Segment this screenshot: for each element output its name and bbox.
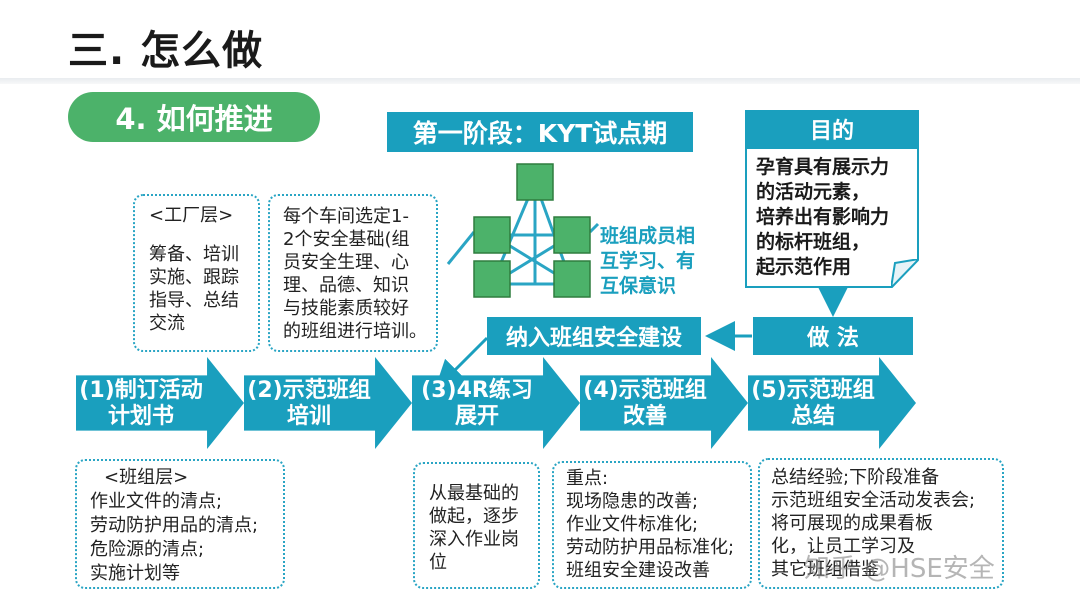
team-caption-line: 班组成员相: [600, 225, 696, 247]
summary-line: 化，让员工学习及: [771, 536, 915, 557]
team-line: 实施计划等: [90, 563, 180, 584]
factory-level-box: <工厂层> 筹备、培训 实施、跟踪 指导、总结 交流: [133, 194, 260, 352]
team-member-node: [516, 163, 554, 201]
workshop-line: 的班组进行培训。: [283, 321, 427, 342]
workshop-line: 2个安全基础(组: [283, 229, 410, 250]
network-link: [588, 222, 600, 234]
improve-line: 重点:: [566, 468, 609, 489]
improve-line: 现场隐患的改善;: [566, 491, 699, 512]
step-label: 总结: [790, 403, 835, 429]
workshop-selection-box: 每个车间选定1- 2个安全基础(组 员安全生理、心 理、品德、知识 与技能素质较…: [268, 194, 438, 352]
team-member-node: [553, 260, 591, 298]
team-member-node: [473, 216, 511, 254]
workshop-line: 理、品德、知识: [283, 275, 409, 296]
practice-line: 做起，逐步: [429, 506, 519, 527]
improve-line: 劳动防护用品标准化;: [566, 537, 735, 558]
team-caption: 班组成员相 互学习、有 互保意识: [600, 224, 695, 299]
practice-box: 从最基础的 做起，逐步 深入作业岗 位: [413, 462, 540, 589]
incorporate-label: 纳入班组安全建设: [487, 317, 701, 355]
page-fold-icon: [891, 259, 919, 288]
step-label: 展开: [454, 403, 499, 429]
purpose-line: 孕育具有展示力: [756, 156, 890, 178]
purpose-heading: 目的: [745, 110, 919, 147]
improve-line: 班组安全建设改善: [566, 560, 710, 581]
summary-box: 总结经验;下阶段准备 示范班组安全活动发表会; 将可展现的成果看板 化，让员工学…: [758, 458, 1004, 589]
team-member-node: [553, 216, 591, 254]
team-line: 劳动防护用品的清点;: [90, 515, 259, 536]
workshop-line: 每个车间选定1-: [283, 206, 409, 227]
factory-line: <工厂层>: [149, 205, 234, 226]
diagonal-arrow: [434, 336, 489, 391]
watermark: 知乎 @HSE安全: [804, 554, 995, 584]
summary-line: 将可展现的成果看板: [771, 513, 933, 534]
method-label: 做 法: [753, 317, 913, 355]
step-label: (5)示范班组: [751, 377, 875, 403]
factory-line: [149, 227, 258, 243]
section-label: 4. 如何推进: [68, 92, 320, 142]
step-label: (2)示范班组: [247, 377, 371, 403]
team-caption-line: 互学习、有: [600, 250, 696, 272]
stage-title: 第一阶段：KYT试点期: [387, 112, 693, 152]
team-member-node: [473, 260, 511, 298]
purpose-line: 的标杆班组，: [756, 231, 871, 253]
practice-line: 从最基础的: [429, 483, 519, 504]
summary-line: 总结经验;下阶段准备: [771, 467, 940, 488]
purpose-line: 的活动元素，: [756, 181, 871, 203]
purpose-line: 培养出有影响力: [756, 206, 890, 228]
step-label: (1)制订活动: [79, 377, 203, 403]
improve-line: 作业文件标准化;: [566, 514, 699, 535]
team-caption-line: 互保意识: [600, 275, 677, 297]
summary-line: 其它班组借鉴: [771, 559, 879, 580]
step-label: 改善: [622, 403, 667, 429]
practice-line: 深入作业岗: [429, 529, 519, 550]
step-label: 培训: [286, 403, 331, 429]
practice-line: 位: [429, 552, 447, 573]
improvement-box: 重点: 现场隐患的改善; 作业文件标准化; 劳动防护用品标准化; 班组安全建设改…: [552, 461, 752, 589]
network-link: [446, 231, 476, 265]
team-line: 危险源的清点;: [90, 539, 205, 560]
factory-line: 实施、跟踪: [149, 267, 239, 288]
title-divider: [0, 78, 1080, 84]
purpose-note: 孕育具有展示力 的活动元素， 培养出有影响力 的标杆班组， 起示范作用: [745, 147, 919, 288]
workshop-line: 与技能素质较好: [283, 298, 409, 319]
page-title: 三. 怎么做: [68, 28, 264, 74]
step-label: 计划书: [107, 403, 174, 429]
step-label: (3)4R练习: [421, 377, 533, 403]
team-line: <班组层>: [104, 467, 189, 488]
factory-line: 指导、总结: [149, 290, 239, 311]
factory-line: 交流: [149, 313, 185, 334]
team-network-diagram: [446, 163, 600, 298]
team-level-box: <班组层> 作业文件的清点; 劳动防护用品的清点; 危险源的清点; 实施计划等: [75, 459, 285, 589]
workshop-line: 员安全生理、心: [283, 252, 409, 273]
factory-line: 筹备、培训: [149, 244, 239, 265]
team-line: 作业文件的清点;: [90, 491, 223, 512]
summary-line: 示范班组安全活动发表会;: [771, 490, 976, 511]
purpose-line: 起示范作用: [756, 256, 852, 278]
step-label: (4)示范班组: [583, 377, 707, 403]
